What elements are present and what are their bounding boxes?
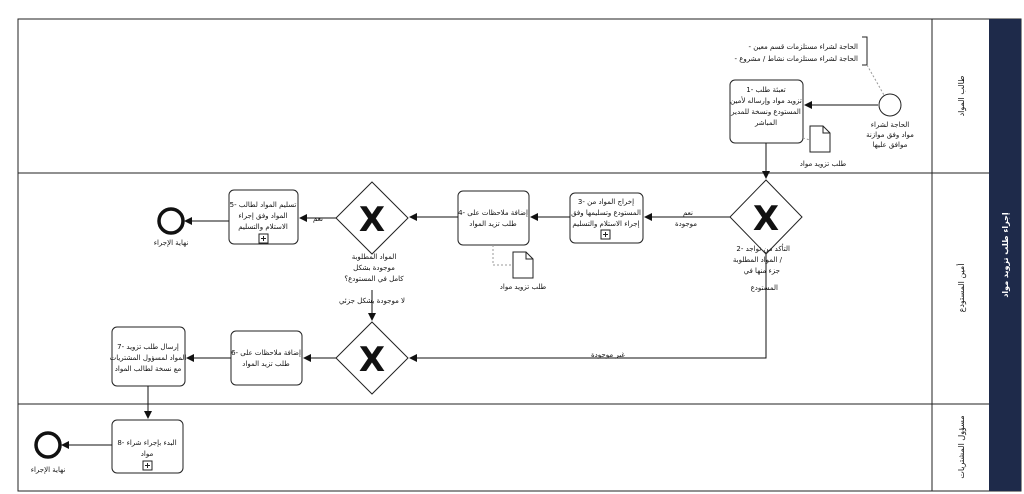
pool-header	[989, 19, 1021, 491]
task-5-line-3: الاستلام والتسليم	[238, 223, 288, 231]
task-5-line-2: المواد وفق إجراء	[238, 212, 287, 220]
lane-requester: طالب المواد	[18, 19, 989, 491]
gateway-2-line-4: المستودع	[751, 284, 778, 292]
annotation: - الحاجة لشراء مستلزمات قسم معين - الحاج…	[734, 36, 885, 96]
document-1: طلب تزويد مواد	[800, 125, 847, 168]
task-4: 4- إضافة ملاحظات على طلب تزيد المواد	[457, 190, 530, 246]
task-8-line-1: 8- البدء بإجراء شراء	[117, 439, 176, 447]
task-8: 8- البدء بإجراء شراء مواد	[111, 419, 184, 474]
gateway-2-line-3: جزء منها في	[744, 267, 780, 275]
flow-label-no-partial: لا موجودة بشكل جزئي	[339, 297, 405, 305]
start-label-1: الحاجة لشراء	[871, 121, 910, 129]
annotation-line-2: - الحاجة لشراء مستلزمات نشاط / مشروع	[734, 55, 858, 63]
task-5: 5- تسليم المواد لطالب المواد وفق إجراء ا…	[228, 189, 299, 245]
task-4-line-2: طلب تزيد المواد	[469, 220, 517, 228]
task-1-line-1: 1- تعبئة طلب	[746, 86, 786, 94]
flow-label-yes-found-2: موجودة	[675, 220, 697, 228]
task-3-line-2: المستودع وتسليمها وفق	[571, 209, 641, 217]
lane-label-requester: طالب المواد	[957, 76, 966, 117]
lane-label-storekeeper: أمين المستودع	[956, 264, 966, 313]
gateway-partial-x-icon: X	[359, 340, 385, 380]
task-7-line-1: 7- إرسال طلب تزويد	[117, 343, 179, 351]
task-5-line-1: 5- تسليم المواد لطالب	[230, 201, 297, 209]
gateway-full-x-icon: X	[359, 200, 385, 240]
task-6-line-2: طلب تزيد المواد	[242, 360, 290, 368]
gateway-full-line-1: المواد المطلوبة	[352, 253, 397, 261]
flow-label-not-found: غير موجودة	[591, 351, 625, 359]
task-1-line-4: المباشر	[754, 119, 777, 127]
task-6: 6- إضافة ملاحظات على طلب تزيد المواد	[230, 330, 303, 386]
annotation-line-1: - الحاجة لشراء مستلزمات قسم معين	[748, 43, 858, 51]
gateway-full-line-2: موجودة بشكل	[353, 264, 395, 272]
lane-storekeeper: أمين المستودع	[956, 264, 966, 313]
task-8-line-2: مواد	[141, 450, 154, 458]
task-1-line-3: المستودع ونسخة للمدير	[730, 108, 801, 116]
start-label-2: مواد وفق موازنة	[866, 131, 914, 139]
end-event-2: نهاية الإجراء	[31, 431, 66, 474]
document-1-label: طلب تزويد مواد	[800, 160, 847, 168]
pool-title: إجراء طلب تزويد مواد	[1001, 212, 1010, 298]
document-2: طلب تزويد مواد	[492, 245, 547, 291]
start-label-3: موافق عليها	[873, 141, 908, 149]
end-event-2-label: نهاية الإجراء	[31, 466, 66, 474]
gateway-2-x-icon: X	[753, 199, 779, 239]
flow-label-yes-found-1: نعم	[683, 209, 693, 217]
task-3-line-1: 3- إخراج المواد من	[578, 198, 634, 206]
gateway-2-line-2: المواد المطلوبة /	[733, 256, 783, 264]
end-event-1-label: نهاية الإجراء	[154, 239, 189, 247]
flow-label-yes: نعم	[313, 215, 323, 223]
task-3: 3- إخراج المواد من المستودع وتسليمها وفق…	[569, 192, 644, 244]
gateway-2: X 2- التأكد من تواجد المواد المطلوبة / ج…	[729, 179, 803, 292]
task-4-line-1: 4- إضافة ملاحظات على	[458, 209, 528, 217]
gateway-partial: X	[335, 321, 409, 395]
task-1-line-2: تزويد مواد وإرساله لأمين	[730, 96, 802, 105]
start-event: الحاجة لشراء مواد وفق موازنة موافق عليها	[866, 93, 914, 149]
gateway-full-availability: X المواد المطلوبة موجودة بشكل كامل في ال…	[335, 181, 409, 283]
task-7-line-2: المواد لمسؤول المشتريات	[110, 354, 187, 362]
task-7: 7- إرسال طلب تزويد المواد لمسؤول المشتري…	[110, 326, 187, 387]
lane-label-procurement: مسؤول المشتريات	[957, 415, 966, 478]
lane-procurement: مسؤول المشتريات	[957, 415, 966, 478]
task-6-line-1: 6- إضافة ملاحظات على	[231, 349, 301, 357]
task-3-line-3: إجراء الاستلام والتسليم	[572, 220, 639, 228]
gateway-2-line-1: 2- التأكد من تواجد	[736, 243, 790, 253]
task-7-line-3: مع نسخة لطالب المواد	[115, 365, 182, 373]
end-event-1: نهاية الإجراء	[154, 207, 189, 247]
sequence-flows	[61, 101, 878, 449]
task-1: 1- تعبئة طلب تزويد مواد وإرساله لأمين ال…	[729, 79, 804, 144]
gateway-full-line-3: كامل في المستودع؟	[344, 275, 404, 283]
document-2-label: طلب تزويد مواد	[500, 283, 547, 291]
